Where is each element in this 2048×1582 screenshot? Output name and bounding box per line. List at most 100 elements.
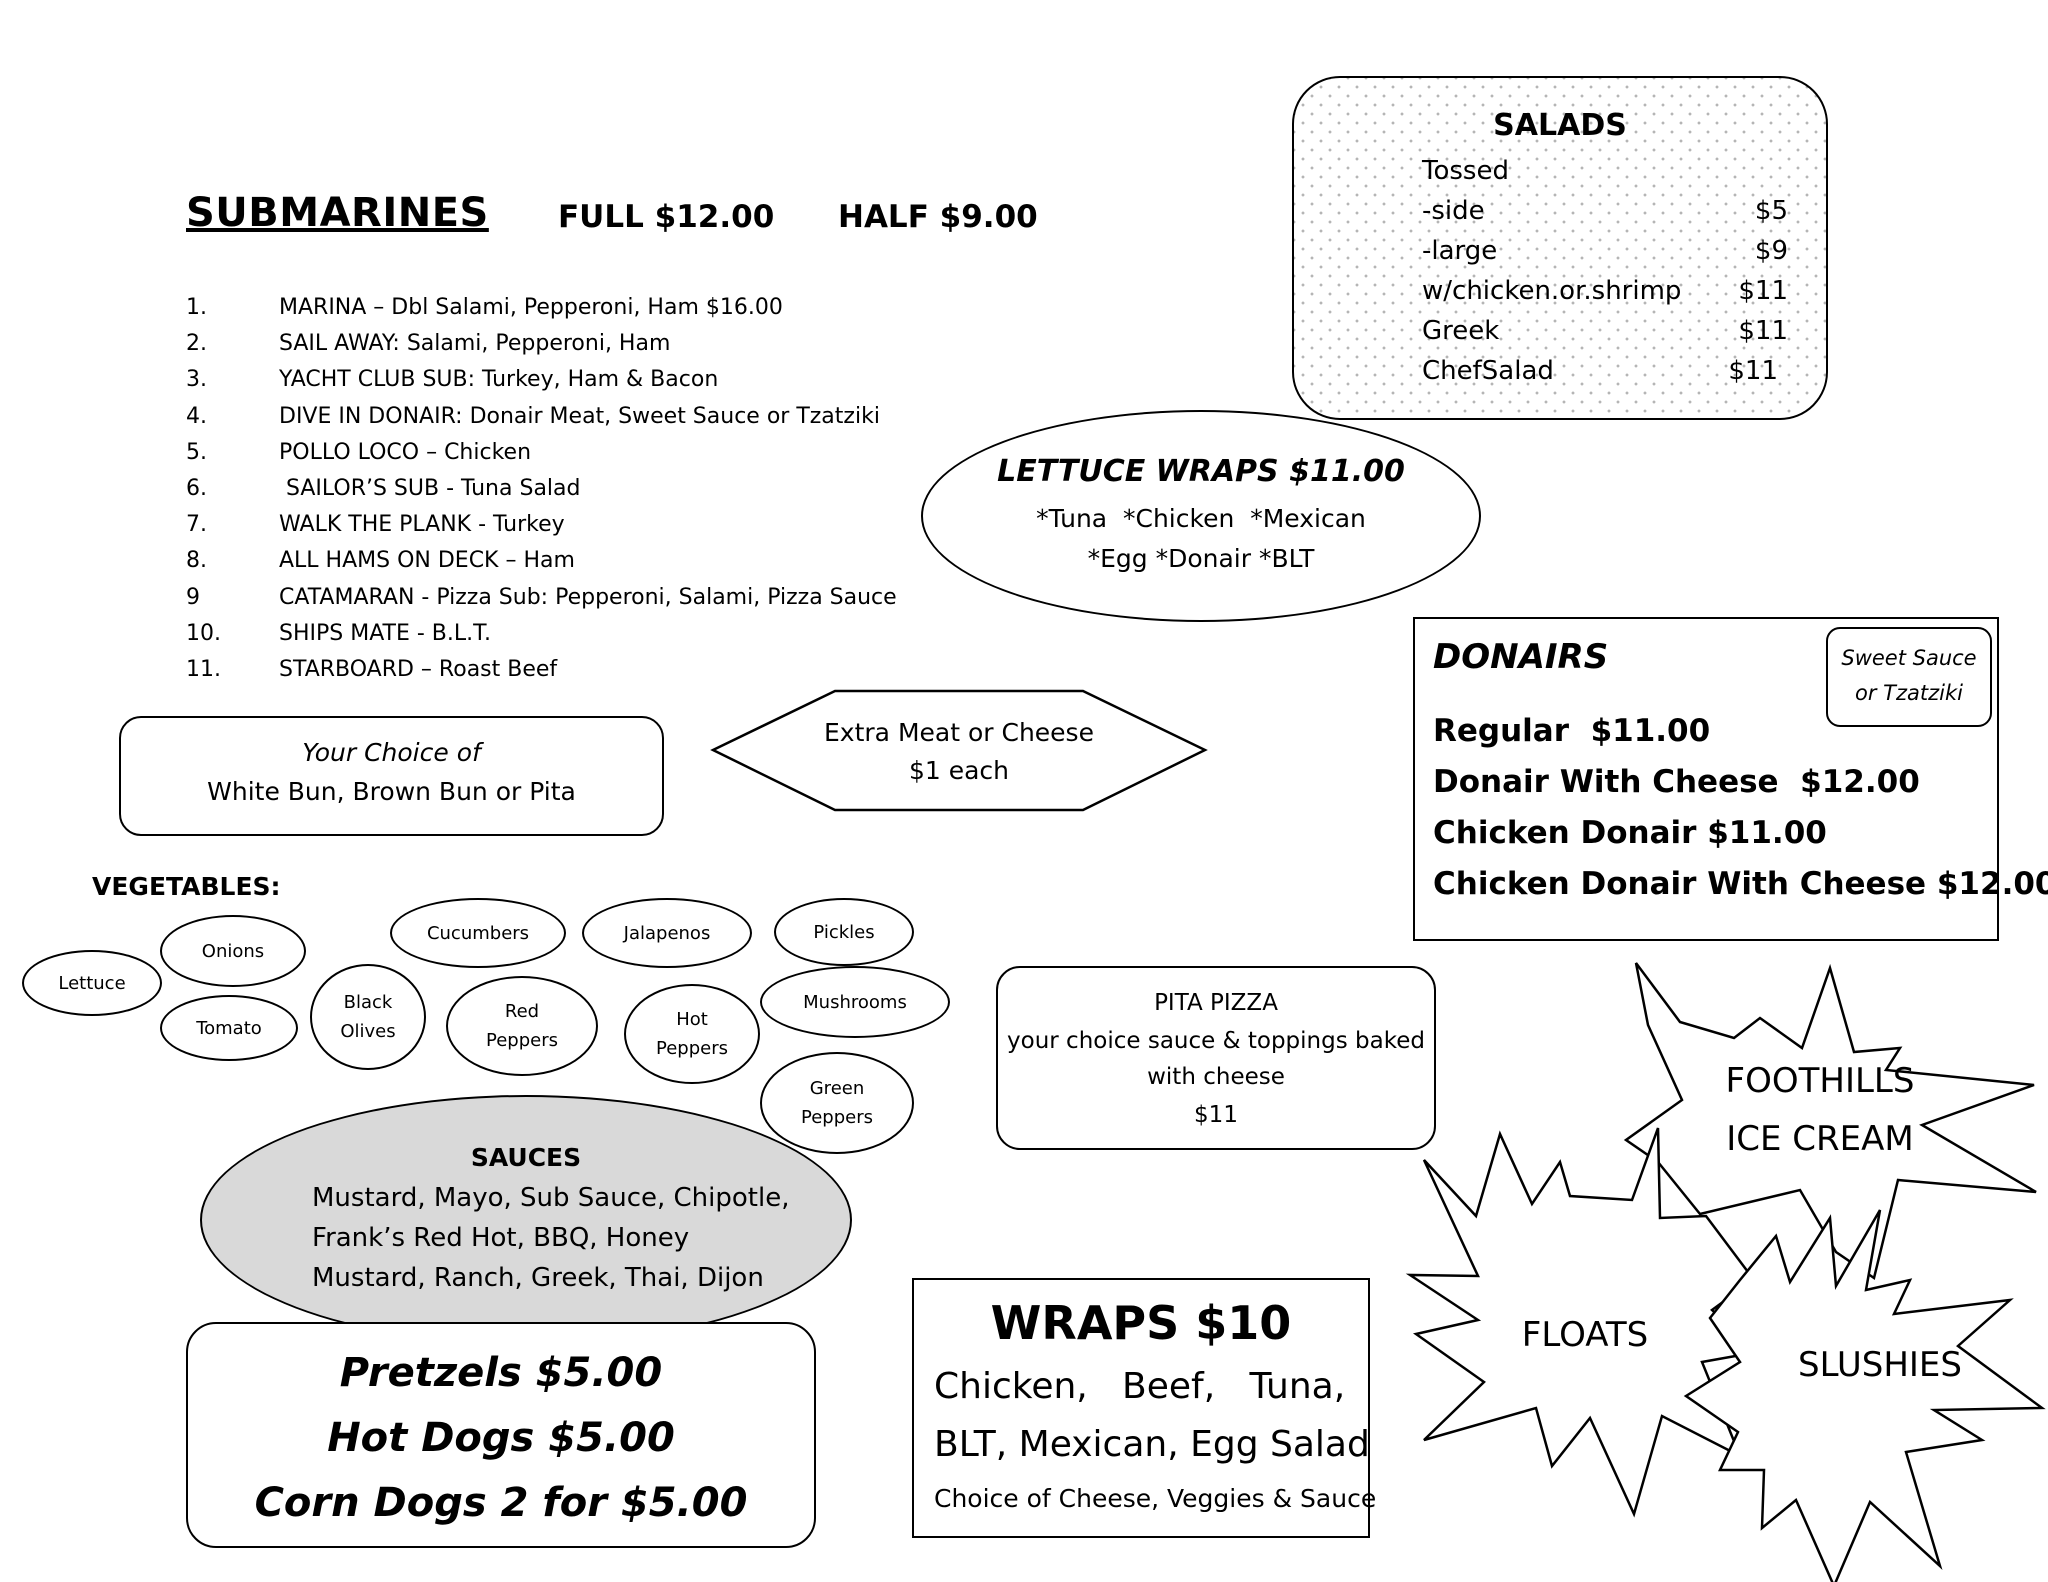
submarines-full-price: FULL $12.00 bbox=[558, 199, 775, 235]
donair-item: Chicken Donair With Cheese $12.00 bbox=[1433, 866, 2048, 902]
item-number: 4. bbox=[186, 403, 207, 429]
item-text: DIVE IN DONAIR: Donair Meat, Sweet Sauce… bbox=[279, 403, 880, 429]
vegetable-oval: Tomato bbox=[160, 995, 298, 1061]
list-item: 6. SAILOR’S SUB - Tuna Salad bbox=[186, 471, 897, 507]
lettuce-wraps-ellipse: LETTUCE WRAPS $11.00 *Tuna *Chicken *Mex… bbox=[921, 410, 1481, 622]
salad-price: $11 bbox=[1728, 356, 1778, 386]
submarines-list: 1. MARINA – Dbl Salami, Pepperoni, Ham $1… bbox=[186, 290, 897, 688]
sauces-line: Mustard, Ranch, Greek, Thai, Dijon bbox=[312, 1263, 764, 1293]
wraps-fillings: Chicken, Beef, Tuna, bbox=[934, 1366, 1346, 1407]
salad-row: -side $5 bbox=[1422, 196, 1788, 226]
vegetables-title: VEGETABLES: bbox=[92, 872, 281, 901]
item-number: 6. bbox=[186, 476, 207, 502]
salads-box: SALADS Tossed -side $5 -large$9 w/chicken… bbox=[1292, 76, 1828, 420]
vegetable-label: Hot Peppers bbox=[656, 1009, 728, 1059]
salad-price: $11 bbox=[1738, 276, 1788, 306]
lettuce-wraps-line: *Tuna *Chicken *Mexican bbox=[1036, 504, 1366, 533]
salad-label: Tossed bbox=[1422, 156, 1509, 186]
vegetable-oval: Mushrooms bbox=[760, 966, 950, 1038]
vegetable-label: Pickles bbox=[813, 921, 875, 943]
list-item: 9 CATAMARAN - Pizza Sub: Pepperoni, Salam… bbox=[186, 580, 897, 616]
pita-pizza-title: PITA PIZZA bbox=[1154, 990, 1278, 1016]
salad-row: -large$9 bbox=[1422, 236, 1788, 266]
ice-cream-starburst bbox=[1623, 962, 2037, 1281]
wraps-choice-note: Choice of Cheese, Veggies & Sauce bbox=[934, 1484, 1377, 1513]
submarines-title: SUBMARINES bbox=[186, 190, 489, 236]
item-number: 11. bbox=[186, 657, 221, 683]
vegetable-oval: Pickles bbox=[774, 898, 914, 966]
pita-pizza-price: $11 bbox=[1194, 1102, 1238, 1128]
item-text: POLLO LOCO – Chicken bbox=[279, 439, 532, 465]
vegetable-label: Tomato bbox=[196, 1017, 262, 1039]
salad-price: $9 bbox=[1754, 236, 1788, 266]
vegetable-oval: Lettuce bbox=[22, 950, 162, 1016]
list-item: 2.SAIL AWAY: Salami, Pepperoni, Ham bbox=[186, 326, 897, 362]
item-text: SAIL AWAY: Salami, Pepperoni, Ham bbox=[279, 331, 671, 357]
salad-label: ChefSalad bbox=[1422, 356, 1554, 386]
snack-item: Corn Dogs 2 for $5.00 bbox=[254, 1480, 748, 1526]
list-item: 11. STARBOARD – Roast Beef bbox=[186, 652, 897, 688]
salads-title: SALADS bbox=[1493, 108, 1627, 143]
sauces-ellipse: SAUCES Mustard, Mayo, Sub Sauce, Chipotl… bbox=[200, 1095, 852, 1345]
extra-meat-label: Extra Meat or Cheese bbox=[824, 718, 1094, 747]
extra-meat-hexagon: Extra Meat or Cheese $1 each bbox=[710, 688, 1208, 813]
salad-price: $5 bbox=[1754, 196, 1788, 226]
bun-choice-box: Your Choice of White Bun, Brown Bun or P… bbox=[119, 716, 664, 836]
donair-sauce-note: Sweet Sauce or Tzatziki bbox=[1826, 627, 1992, 727]
vegetable-label: Mushrooms bbox=[803, 991, 907, 1013]
bun-choice-heading: Your Choice of bbox=[302, 738, 481, 767]
item-text: CATAMARAN - Pizza Sub: Pepperoni, Salami… bbox=[279, 584, 897, 610]
item-number: 3. bbox=[186, 367, 207, 393]
item-text: MARINA – Dbl Salami, Pepperoni, Ham $16.… bbox=[279, 295, 783, 320]
list-item: 4. DIVE IN DONAIR: Donair Meat, Sweet Sau… bbox=[186, 399, 897, 435]
item-number: 5. bbox=[186, 439, 207, 465]
sauce-note-line: or Tzatziki bbox=[1855, 681, 1963, 705]
vegetable-oval: Green Peppers bbox=[760, 1052, 914, 1154]
vegetable-label: Jalapenos bbox=[623, 922, 711, 944]
snacks-box: Pretzels $5.00 Hot Dogs $5.00 Corn Dogs … bbox=[186, 1322, 816, 1548]
item-text: ALL HAMS ON DECK – Ham bbox=[279, 548, 575, 574]
salad-price: $11 bbox=[1738, 316, 1788, 346]
wraps-fillings: BLT, Mexican, Egg Salad bbox=[934, 1424, 1370, 1465]
hexagon-shape bbox=[710, 689, 1208, 812]
burst-label-line: FOOTHILLS bbox=[1725, 1061, 1915, 1101]
list-item: 3. YACHT CLUB SUB: Turkey, Ham & Bacon bbox=[186, 362, 897, 398]
item-number: 7. bbox=[186, 512, 207, 538]
pita-pizza-box: PITA PIZZA your choice sauce & toppings … bbox=[996, 966, 1436, 1150]
lettuce-wraps-line: *Egg *Donair *BLT bbox=[1087, 544, 1315, 573]
wraps-title: WRAPS $10 bbox=[990, 1296, 1292, 1350]
salad-label: Greek bbox=[1422, 316, 1500, 346]
item-number: 9 bbox=[186, 584, 200, 610]
floats-label: FLOATS bbox=[1521, 1315, 1649, 1355]
vegetable-label: Black Olives bbox=[340, 992, 396, 1042]
item-text: YACHT CLUB SUB: Turkey, Ham & Bacon bbox=[279, 367, 719, 393]
list-item: 10.SHIPS MATE - B.L.T. bbox=[186, 616, 897, 652]
item-number: 1. bbox=[186, 295, 207, 320]
salad-label: -side bbox=[1422, 196, 1485, 226]
extra-meat-price: $1 each bbox=[908, 756, 1010, 785]
salad-row: Tossed bbox=[1422, 156, 1788, 186]
vegetable-label: Cucumbers bbox=[426, 922, 530, 944]
sauces-title: SAUCES bbox=[470, 1143, 582, 1172]
slushies-starburst bbox=[1683, 1209, 2046, 1582]
vegetable-oval: Jalapenos bbox=[582, 898, 752, 968]
pita-pizza-description: your choice sauce & toppings baked bbox=[1007, 1028, 1425, 1054]
lettuce-wraps-title: LETTUCE WRAPS $11.00 bbox=[997, 454, 1405, 489]
slushies-label: SLUSHIES bbox=[1798, 1345, 1962, 1385]
vegetable-oval: Hot Peppers bbox=[624, 984, 760, 1084]
sauces-line: Frank’s Red Hot, BBQ, Honey bbox=[312, 1223, 690, 1253]
donair-item: Donair With Cheese $12.00 bbox=[1433, 764, 1920, 800]
donairs-title: DONAIRS bbox=[1433, 637, 1609, 677]
burst-label-line: ICE CREAM bbox=[1726, 1119, 1914, 1159]
list-item: 1. MARINA – Dbl Salami, Pepperoni, Ham $1… bbox=[186, 290, 897, 326]
item-text: STARBOARD – Roast Beef bbox=[279, 657, 558, 683]
salad-row: Greek $11 bbox=[1422, 316, 1788, 346]
vegetable-label: Green Peppers bbox=[801, 1078, 873, 1128]
vegetable-oval: Red Peppers bbox=[446, 976, 598, 1076]
salad-row: w/chicken.or.shrimp$11 bbox=[1422, 276, 1788, 306]
ice-cream-label: FOOTHILLS ICE CREAM bbox=[1700, 1052, 1940, 1168]
list-item: 5. POLLO LOCO – Chicken bbox=[186, 435, 897, 471]
sauce-note-line: Sweet Sauce bbox=[1841, 646, 1977, 670]
wraps-box: WRAPS $10 Chicken, Beef, Tuna, BLT, Mexi… bbox=[912, 1278, 1376, 1538]
